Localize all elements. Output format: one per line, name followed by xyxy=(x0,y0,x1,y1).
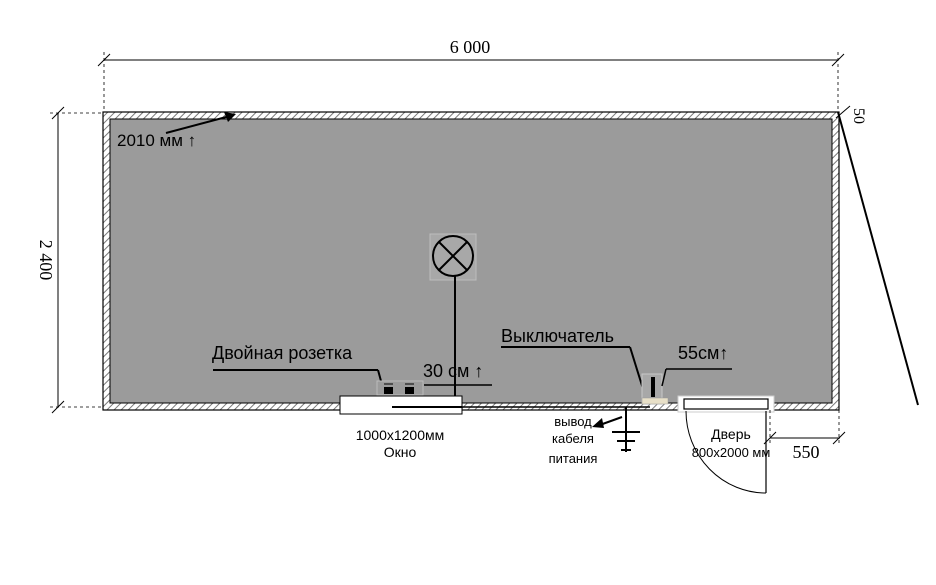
cable-label-line2: кабеля xyxy=(552,431,594,446)
door-offset-label: 550 xyxy=(793,442,820,462)
width-label: 6 000 xyxy=(450,37,491,57)
double-socket-label: Двойная розетка xyxy=(212,343,353,363)
window-size-label: 1000х1200мм xyxy=(356,427,445,443)
ceiling-height-label: 2010 мм ↑ xyxy=(117,131,196,150)
switch: Выключатель 55см↑ xyxy=(501,326,732,405)
ceiling-light-icon xyxy=(429,233,477,408)
cable-label-line3: питания xyxy=(549,451,598,466)
height-label: 2 400 xyxy=(36,240,56,281)
window-label: Окно xyxy=(384,444,417,460)
height-dimension: 2 400 xyxy=(36,106,104,414)
width-dimension: 6 000 xyxy=(97,37,845,112)
door-size-label: 800х2000 мм xyxy=(692,445,771,460)
switch-height-label: 55см↑ xyxy=(678,343,728,363)
window: 1000х1200мм Окно xyxy=(339,395,463,460)
wall-thickness-label: 50 xyxy=(850,108,867,124)
double-socket: Двойная розетка 30 см ↑ xyxy=(212,343,492,396)
door: Дверь 800х2000 мм xyxy=(677,395,775,494)
switch-label: Выключатель xyxy=(501,326,614,346)
wall-thickness-dimension: 50 xyxy=(835,105,919,406)
door-label: Дверь xyxy=(711,426,751,442)
socket-icon xyxy=(376,380,424,396)
socket-height-label: 30 см ↑ xyxy=(423,361,483,381)
power-cable-output: вывод кабеля питания xyxy=(549,407,640,466)
cable-label-line1: вывод xyxy=(554,414,592,429)
door-offset-dimension: 550 xyxy=(763,410,846,462)
ceiling-height-annotation: 2010 мм ↑ xyxy=(117,112,236,150)
